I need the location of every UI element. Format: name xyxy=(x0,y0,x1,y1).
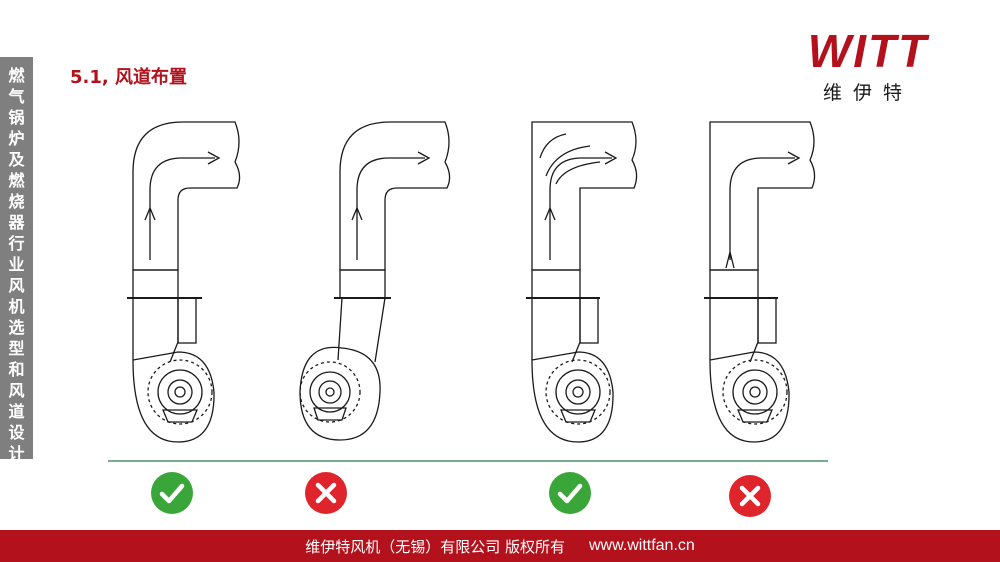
check-icon xyxy=(151,472,193,514)
footer-company: 维伊特风机（无锡）有限公司 版权所有 xyxy=(305,537,565,556)
cross-icon xyxy=(729,475,771,517)
section-title: 5.1, 风道布置 xyxy=(70,67,187,88)
duct-drawing-4 xyxy=(704,121,816,443)
check-icon xyxy=(549,472,591,514)
sidebar-tab: 燃气锅炉及燃烧器行业风机选型和风道设计 xyxy=(0,57,33,463)
duct-drawing-1 xyxy=(127,121,241,443)
sidebar-vertical-title: 燃气锅炉及燃烧器行业风机选型和风道设计 xyxy=(8,66,25,463)
duct-drawing-3 xyxy=(526,121,638,443)
duct-drawing-2 xyxy=(299,121,451,441)
logo-brand: WITT xyxy=(807,25,929,77)
footer-bar: 维伊特风机（无锡）有限公司 版权所有 www.wittfan.cn xyxy=(0,530,1000,562)
footer-website[interactable]: www.wittfan.cn xyxy=(588,537,695,554)
cross-icon xyxy=(305,472,347,514)
witt-logo: WITT 维伊特 xyxy=(796,25,940,104)
logo-subtitle: 维伊特 xyxy=(822,82,913,104)
